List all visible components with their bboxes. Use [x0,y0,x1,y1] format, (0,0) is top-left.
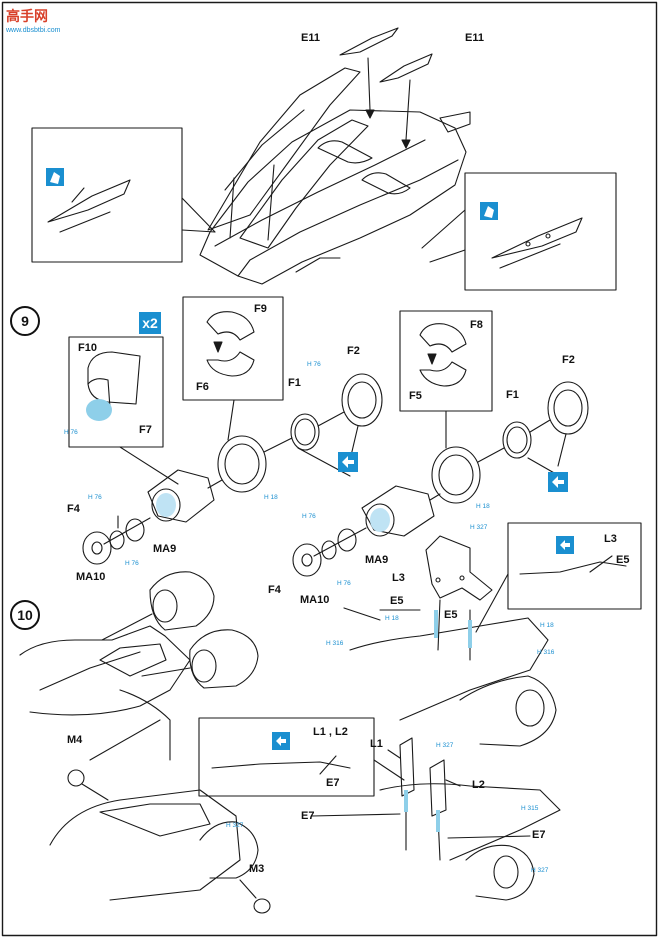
color-code-h327-b: H 327 [436,742,454,749]
part-label-f6: F6 [196,381,209,393]
step9-box-f9-f6 [182,296,284,441]
step10-lower-fuselage [49,737,561,914]
color-code-h76-f: H 76 [337,580,351,587]
part-label-f8: F8 [470,319,483,331]
step-number-10: 10 [10,600,40,630]
part-label-ma9-a: MA9 [153,543,177,555]
color-code-h18-b: H 18 [476,503,490,510]
color-code-h327-a: H 327 [470,524,488,531]
detail-inset-left [31,127,216,263]
part-label-e7-inset: E7 [326,777,340,789]
step10-inset-center-icon [272,732,290,750]
color-code-h316-a: H 316 [326,640,344,647]
part-label-f7: F7 [139,424,152,436]
part-label-e5-inset: E5 [616,554,630,566]
color-code-h76-e: H 76 [302,513,316,520]
watermark: 高手网 www.dbsbtbi.com [6,6,60,34]
part-label-e7-right: E7 [532,829,546,841]
color-code-h327-c: H 327 [226,822,244,829]
color-code-h327-d: H 327 [531,867,549,874]
step10-e5-pins [434,610,472,648]
color-code-h18-a: H 18 [264,494,278,501]
watermark-url: www.dbsbtbi.com [6,27,61,34]
part-label-f5: F5 [409,390,422,402]
color-code-h76-d: H 76 [125,560,139,567]
step10-inset-l3-e5 [475,522,642,633]
part-label-m4: M4 [67,734,83,746]
color-code-h315: H 315 [521,805,539,812]
color-code-h18-d: H 18 [540,622,554,629]
part-label-f1-a: F1 [288,377,301,389]
step9-engine-left [82,373,383,565]
part-label-f4-b: F4 [268,584,281,596]
step8-fuselage-drawing [199,27,471,285]
part-label-ma10-a: MA10 [76,571,106,583]
part-label-l1: L1 [370,738,383,750]
part-label-l1-l2-inset: L1 , L2 [313,726,348,738]
step10-inset-icon [556,536,574,554]
part-label-f1-b: F1 [506,389,519,401]
color-code-h18-c: H 18 [385,615,399,622]
color-code-h76-a: H 76 [64,429,78,436]
e11-left-part [339,27,399,56]
step9-engine-right-fill [370,508,390,532]
flag-icon-right [480,202,498,220]
step10-rear-fuselage-left [19,571,259,761]
flag-icon-left [46,168,64,186]
part-label-l2: L2 [472,779,485,791]
color-code-h76-b: H 76 [307,361,321,368]
step10-l-pins [404,790,440,832]
part-label-l3: L3 [392,572,405,584]
step10-rear-fuselage-right [349,535,557,747]
part-label-m3: M3 [249,863,265,875]
part-label-f4-a: F4 [67,503,80,515]
part-label-f10: F10 [78,342,97,354]
part-label-e11-right: E11 [465,32,484,44]
part-label-e7-left: E7 [301,810,315,822]
arrow-icon-a [338,452,358,472]
arrow-icon-b [548,472,568,492]
part-label-f2-b: F2 [562,354,575,366]
e11-right-part [379,53,433,83]
detail-inset-right [421,172,617,291]
part-label-e5-right: E5 [444,609,458,621]
step-number-9: 9 [10,306,40,336]
part-label-f2-a: F2 [347,345,360,357]
f7-highlight [86,399,112,421]
part-label-e11-left: E11 [301,32,320,44]
color-code-h76-c: H 76 [88,494,102,501]
step9-engine-left-fill [156,493,176,517]
step9-box-f10-f7 [68,336,179,485]
step9-box-f8-f5 [399,310,493,449]
quantity-x2-badge: x2 [139,312,161,334]
part-label-ma9-b: MA9 [365,554,389,566]
step9-engine-right [292,381,589,577]
part-label-ma10-b: MA10 [300,594,330,606]
part-label-e5-left: E5 [390,595,404,607]
part-label-f9: F9 [254,303,267,315]
step10-inset-l1-l2-e7 [198,717,405,797]
color-code-h316-b: H 316 [537,649,555,656]
part-label-l3-inset: L3 [604,533,617,545]
watermark-brand: 高手网 [6,8,48,24]
